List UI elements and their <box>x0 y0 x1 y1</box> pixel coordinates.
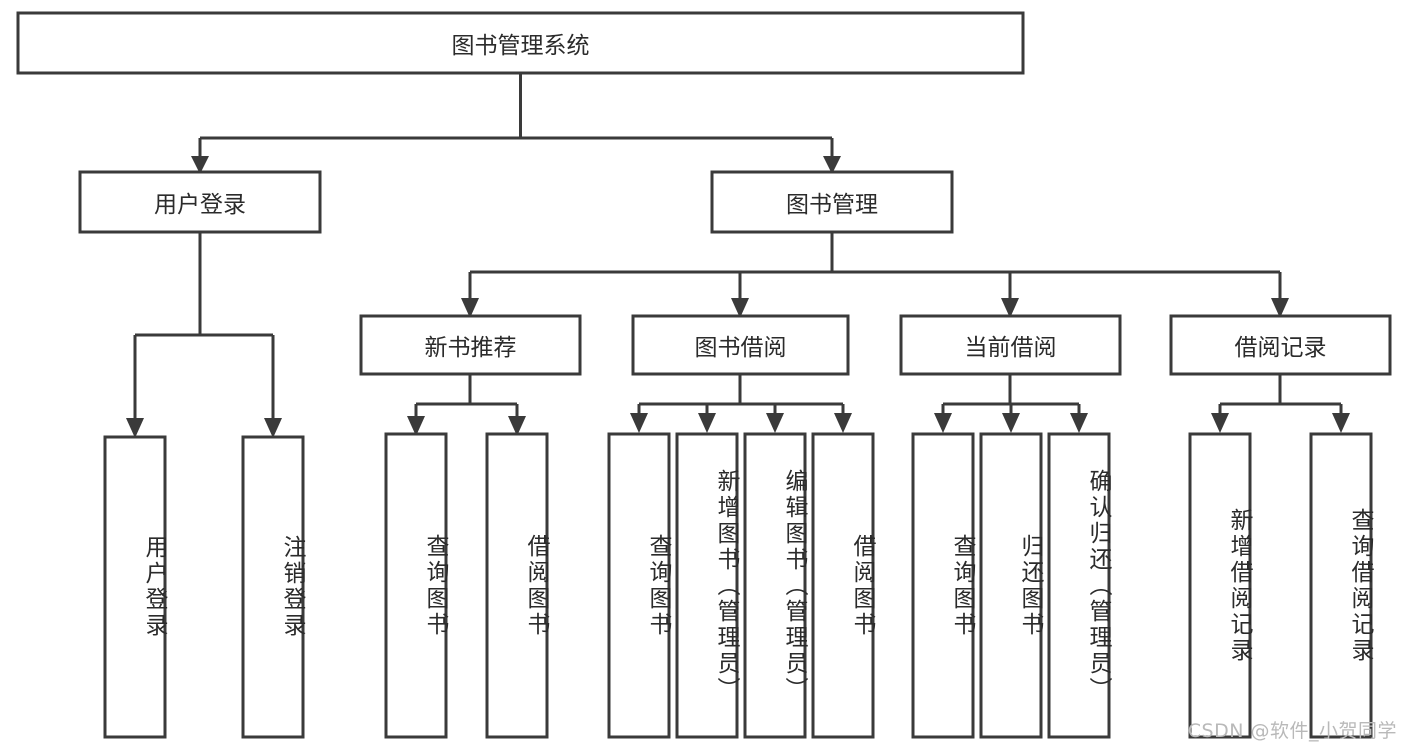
node-leaf-query-book-1[interactable] <box>384 432 448 739</box>
node-box-group <box>16 11 1392 739</box>
arrowhead-borrow-book-1 <box>508 416 526 436</box>
node-leaf-add-record[interactable] <box>1188 432 1252 739</box>
arrowhead-book-manage <box>823 156 841 174</box>
arrowhead-query-book-3 <box>934 413 952 433</box>
node-leaf-query-book-3[interactable] <box>911 432 975 739</box>
arrowhead-leaf-logout <box>264 418 282 438</box>
arrowhead-edit-book <box>766 413 784 433</box>
arrowhead-leaf-user-login <box>126 418 144 438</box>
arrowhead-new-book-rec <box>461 298 479 318</box>
arrowhead-query-book-2 <box>630 413 648 433</box>
node-borrow-record[interactable] <box>1169 314 1392 376</box>
arrowhead-confirm-return <box>1070 413 1088 433</box>
node-leaf-borrow-book-1[interactable] <box>485 432 549 739</box>
node-root[interactable] <box>16 11 1025 75</box>
watermark: CSDN @软件_小贺同学 <box>1187 720 1397 742</box>
node-leaf-add-book[interactable] <box>675 432 739 739</box>
node-leaf-query-book-2[interactable] <box>607 432 671 739</box>
arrowhead-query-book-1 <box>407 416 425 436</box>
arrowhead-add-record <box>1211 413 1229 433</box>
node-leaf-confirm-return[interactable] <box>1047 432 1111 739</box>
node-book-borrow[interactable] <box>631 314 850 376</box>
node-leaf-logout[interactable] <box>241 435 305 739</box>
arrowhead-book-borrow <box>731 298 749 318</box>
arrowhead-return-book <box>1002 413 1020 433</box>
node-leaf-return-book[interactable] <box>979 432 1043 739</box>
node-leaf-user-login[interactable] <box>103 435 167 739</box>
node-user-login[interactable] <box>78 170 322 234</box>
node-leaf-borrow-book-2[interactable] <box>811 432 875 739</box>
connector-group <box>126 73 1350 438</box>
arrowhead-borrow-record <box>1271 298 1289 318</box>
arrowhead-borrow-book-2 <box>834 413 852 433</box>
node-leaf-edit-book[interactable] <box>743 432 807 739</box>
node-book-manage[interactable] <box>710 170 954 234</box>
arrowhead-current-borrow <box>1001 298 1019 318</box>
node-leaf-query-record[interactable] <box>1309 432 1373 739</box>
arrowhead-user-login <box>191 156 209 174</box>
arrowhead-add-book <box>698 413 716 433</box>
node-new-book-rec[interactable] <box>359 314 582 376</box>
arrowhead-query-record <box>1332 413 1350 433</box>
node-current-borrow[interactable] <box>899 314 1122 376</box>
